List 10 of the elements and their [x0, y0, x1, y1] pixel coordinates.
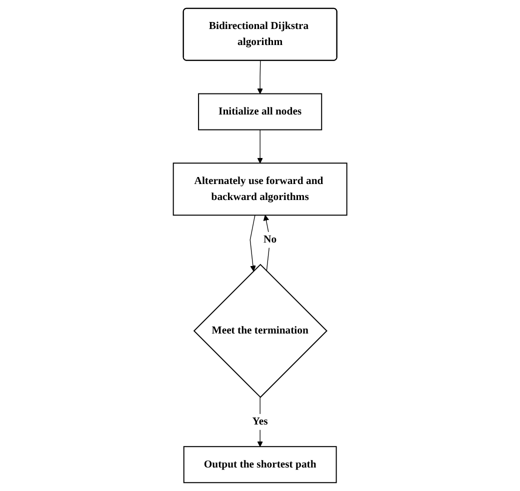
node-box: Initialize all nodes [198, 93, 322, 130]
edge-label: No [263, 234, 276, 246]
arrow [257, 60, 263, 94]
arrow [257, 129, 263, 164]
node-diamond: Meet the termination [193, 264, 328, 398]
edge-label: Yes [252, 416, 268, 428]
node-box: Alternately use forward and backward algorithms [172, 162, 348, 216]
arrow [250, 214, 256, 272]
arrow [257, 396, 263, 447]
node-box: Output the shortest path [183, 446, 337, 484]
